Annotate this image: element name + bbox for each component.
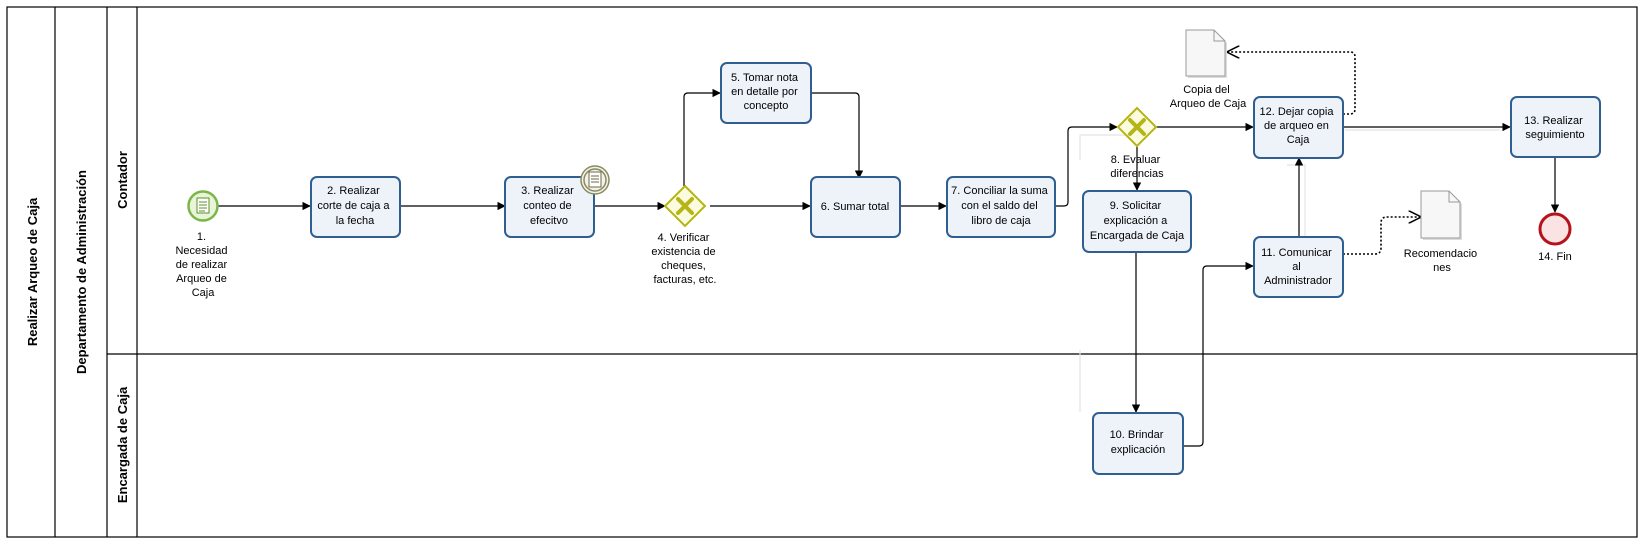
document-label-recomendaciones: Recomendacio nes bbox=[1404, 248, 1480, 274]
faint-connectors bbox=[1079, 129, 1500, 412]
svg-text:13. Realizar seguimiento: 13. Realizar seguimiento bbox=[1524, 115, 1586, 141]
end-event[interactable] bbox=[1538, 212, 1572, 246]
pool-frame bbox=[6, 6, 1638, 538]
gateway-8-label: 8. Evaluar diferencias bbox=[1110, 154, 1164, 180]
svg-text:10. Brindar explicación: 10. Brindar explicación bbox=[1110, 429, 1167, 456]
lane-title-encargada: Encargada de Caja bbox=[115, 386, 130, 503]
task-5-tomar-nota[interactable]: 5. Tomar nota en detalle por concepto bbox=[720, 62, 812, 124]
svg-text:2. Realizar corte de caj: 2. Realizar corte de caja a la fecha bbox=[317, 185, 392, 227]
document-icon-recomendaciones[interactable] bbox=[1420, 190, 1462, 240]
svg-text:3. Realizar conteo de: 3. Realizar conteo de efecitvo bbox=[521, 185, 577, 227]
document-label-copia-arqueo: Copia del Arqueo de Caja bbox=[1170, 84, 1247, 110]
start-event-label: 1. Necesidad de realizar Arqueo de Caja bbox=[175, 231, 230, 299]
svg-text:12. Dejar copia de arque: 12. Dejar copia de arqueo en Caja bbox=[1259, 106, 1336, 146]
task-13-realizar-seguimiento[interactable]: 13. Realizar seguimiento bbox=[1510, 96, 1601, 158]
sequence-flows bbox=[218, 88, 1560, 447]
task-7-conciliar-suma[interactable]: 7. Conciliar la suma con el saldo del li… bbox=[946, 176, 1056, 238]
task-6-sumar-total[interactable]: 6. Sumar total bbox=[810, 176, 901, 238]
svg-text:6. Sumar total: 6. Sumar total bbox=[821, 201, 889, 213]
task-2-realizar-corte[interactable]: 2. Realizar corte de caja a la fecha bbox=[310, 176, 401, 238]
task-11-comunicar-administrador[interactable]: 11. Comunicar al Administrador bbox=[1253, 236, 1344, 298]
document-icon-copia-arqueo[interactable] bbox=[1185, 29, 1227, 78]
task-3-realizar-conteo[interactable]: 3. Realizar conteo de efecitvo bbox=[504, 176, 595, 238]
lane-title-contador: Contador bbox=[115, 151, 130, 209]
pool-title: Realizar Arqueo de Caja bbox=[25, 197, 40, 346]
gateway-4-label: 4. Verificar existencia de cheques, fact… bbox=[651, 232, 718, 286]
svg-text:5. Tomar nota en detalle: 5. Tomar nota en detalle por concepto bbox=[731, 72, 801, 112]
gateway-4-verificar[interactable] bbox=[663, 184, 707, 228]
intermediate-conditional-event-icon bbox=[580, 165, 610, 195]
svg-text:9. Solicitar explicación: 9. Solicitar explicación a Encargada de … bbox=[1090, 200, 1185, 242]
department-title: Departamento de Administración bbox=[74, 170, 89, 374]
task-12-dejar-copia[interactable]: 12. Dejar copia de arqueo en Caja bbox=[1253, 96, 1344, 159]
association-flows bbox=[1228, 52, 1420, 255]
start-event[interactable] bbox=[187, 190, 219, 222]
svg-text:7. Conciliar la suma con: 7. Conciliar la suma con el saldo del li… bbox=[951, 185, 1051, 227]
end-event-label: 14. Fin bbox=[1538, 251, 1572, 263]
task-9-solicitar-explicacion[interactable]: 9. Solicitar explicación a Encargada de … bbox=[1082, 190, 1192, 253]
gateway-8-evaluar[interactable] bbox=[1116, 106, 1158, 148]
task-10-brindar-explicacion[interactable]: 10. Brindar explicación bbox=[1092, 412, 1184, 475]
svg-text:11. Comunicar al A: 11. Comunicar al Administrador bbox=[1261, 247, 1335, 287]
